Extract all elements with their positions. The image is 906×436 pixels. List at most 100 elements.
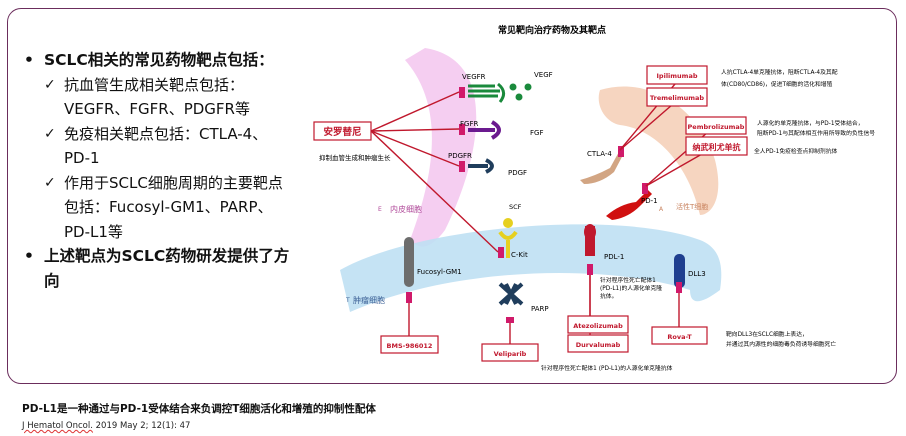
vegf-ligand-icon (509, 83, 517, 91)
vegfr-receptor-icon (468, 84, 500, 98)
drug-box-atezolizumab: Atezolizumab (567, 315, 629, 334)
dll3-receptor-icon (674, 254, 685, 288)
endothelial-letter: E (378, 206, 382, 213)
checkmark-icon: ✓ (44, 76, 56, 93)
bullet-text: 抗血管生成相关靶点包括：VEGFR、FGFR、PDGFR等 (64, 75, 250, 119)
bullet-text: 作用于SCLC细胞周期的主要靶点包括：Fucosyl-GM1、PARP、PD-L… (64, 173, 283, 241)
ckit-receptor-marker (498, 247, 504, 258)
pd1-note-fully-human: 全人PD-1免疫检查点抑制剂抗体 (754, 147, 838, 155)
svg-text:Pembrolizumab: Pembrolizumab (688, 123, 745, 131)
vegfr-hook-icon (497, 82, 505, 103)
fgfr-receptor-marker (459, 124, 465, 135)
pdl1-head-icon (584, 224, 596, 240)
bullet-text: 上述靶点为SCLC药物研发提供了方向 (44, 247, 290, 290)
vegf-ligand-icon (515, 93, 523, 101)
ctla4-note-line2: 体(CD80/CD86)，促进T细胞的活化和增殖 (721, 80, 833, 88)
pd1-label: PD-1 (641, 197, 658, 205)
tumor-letter: T (345, 297, 350, 304)
svg-text:纳武利尤单抗: 纳武利尤单抗 (693, 142, 741, 152)
checkmark-icon: ✓ (44, 125, 56, 142)
pdgfr-cup-icon (485, 158, 494, 174)
bullet-dot-icon: • (24, 247, 34, 265)
tumor-label: 肿瘤细胞 (353, 295, 385, 305)
ctla4-note-line1: 人抗CTLA-4单克隆抗体，阻断CTLA-4及其配 (721, 68, 838, 76)
scf-ligand-icon (503, 218, 513, 228)
fucosyl-label: Fucosyl-GM1 (417, 268, 462, 276)
ckit-receptor-icon (498, 230, 518, 258)
diagram-title: 常见靶向治疗药物及其靶点 (498, 24, 606, 36)
bullet-text: SCLC相关的常见药物靶点包括： (44, 51, 274, 69)
endothelial-cell-region (405, 48, 477, 247)
fucosyl-receptor-icon (404, 237, 414, 287)
svg-text:Rova-T: Rova-T (667, 333, 692, 341)
scf-label: SCF (509, 203, 522, 211)
drug-box-anlotinib: 安罗替尼 (313, 121, 372, 141)
bullet-main: • 上述靶点为SCLC药物研发提供了方向 (24, 244, 292, 293)
pdgf-label: PDGF (508, 169, 527, 177)
parp-marker (506, 317, 514, 323)
pdl1-label: PDL-1 (604, 253, 624, 261)
svg-text:Atezolizumab: Atezolizumab (573, 322, 623, 330)
ckit-label: C-Kit (511, 251, 528, 259)
ctla4-label: CTLA-4 (587, 150, 612, 158)
drug-box-tremelimumab: Tremelimumab (646, 87, 708, 107)
checkmark-icon: ✓ (44, 174, 56, 191)
figure-caption: PD-L1是一种通过与PD-1受体结合来负调控T细胞活化和增殖的抑制性配体 (22, 403, 376, 415)
pdl1-note-line2: (PD-L1)的人源化单克隆 (600, 284, 662, 292)
pdl1-marker (587, 264, 593, 275)
pdl1-note-line3: 抗体。 (600, 292, 617, 300)
vegfr-receptor-marker (459, 87, 465, 98)
pd1-marker (642, 183, 648, 194)
drug-box-durvalumab: Durvalumab (567, 334, 629, 353)
anlotinib-note: 抑制血管生成和肿瘤生长 (319, 153, 391, 162)
pd1-receptor-icon (606, 190, 652, 220)
dll3-note-line2: 并通过其内源性的细胞毒负荷诱导细胞死亡 (726, 340, 836, 348)
ctla4-marker (618, 146, 624, 157)
fgfr-label: FGFR (460, 120, 478, 128)
pdgfr-receptor-marker (459, 161, 465, 172)
vegfr-label: VEGFR (462, 73, 486, 81)
svg-text:Veliparib: Veliparib (494, 350, 527, 358)
bullet-sub: ✓ 免疫相关靶点包括：CTLA-4、PD-1 (24, 122, 292, 171)
svg-text:Tremelimumab: Tremelimumab (650, 94, 705, 102)
drug-box-ipilimumab: Ipilimumab (646, 65, 708, 85)
pd1-note-line2: 阻断PD-1与其配体相互作用所导致的负性信号 (757, 129, 875, 137)
bullet-sub: ✓ 作用于SCLC细胞周期的主要靶点包括：Fucosyl-GM1、PARP、PD-… (24, 171, 292, 245)
bottom-note: 针对程序性死亡配体1 (PD-L1)的人源化单克隆抗体 (541, 364, 673, 372)
svg-text:Ipilimumab: Ipilimumab (657, 72, 698, 80)
svg-text:Durvalumab: Durvalumab (576, 341, 621, 349)
parp-dna-icon (498, 282, 524, 306)
tcell-letter: A (659, 206, 664, 213)
pd1-note-line1: 人源化的单克隆抗体，与PD-1受体结合， (757, 119, 864, 127)
dll3-label: DLL3 (688, 270, 706, 278)
drug-box-veliparib: Veliparib (481, 343, 539, 362)
pdl1-receptor-icon (585, 226, 595, 256)
reference-details: 2019 May 2; 12(1): 47 (92, 421, 191, 431)
drug-box-nivolumab: 纳武利尤单抗 (685, 136, 748, 156)
tcell-label: 活性T细胞 (676, 202, 708, 211)
svg-text:安罗替尼: 安罗替尼 (323, 126, 361, 138)
bullet-list: • SCLC相关的常见药物靶点包括： ✓ 抗血管生成相关靶点包括：VEGFR、FGF… (24, 48, 292, 293)
pdgfr-label: PDGFR (448, 152, 472, 160)
parp-label: PARP (531, 305, 549, 313)
bullet-text: 免疫相关靶点包括：CTLA-4、PD-1 (64, 124, 268, 168)
fgf-label: FGF (530, 129, 543, 137)
pdgf-ligand-icon (496, 158, 506, 178)
fgfr-cup-icon (490, 120, 501, 140)
dll3-note-line1: 靶向DLL3在SCLC细胞上表达， (726, 330, 808, 338)
endothelial-label: 内皮细胞 (390, 204, 422, 214)
tumor-cell-region (340, 224, 722, 312)
vegf-ligand-icon (524, 83, 532, 91)
pdl1-note-line1: 针对程序性死亡配体1 (600, 276, 656, 284)
dll3-marker (676, 282, 682, 293)
drug-box-bms-986012: BMS-986012 (380, 335, 439, 354)
bullet-main: • SCLC相关的常见药物靶点包括： (24, 48, 292, 73)
bullet-dot-icon: • (24, 51, 34, 69)
reference-journal: J Hematol Oncol. (22, 421, 93, 431)
bullet-sub: ✓ 抗血管生成相关靶点包括：VEGFR、FGFR、PDGFR等 (24, 73, 292, 122)
fgf-ligand-icon (509, 124, 516, 138)
drug-box-rova-t: Rova-T (651, 326, 708, 345)
fucosyl-receptor-marker (406, 292, 412, 303)
svg-text:BMS-986012: BMS-986012 (387, 342, 433, 350)
